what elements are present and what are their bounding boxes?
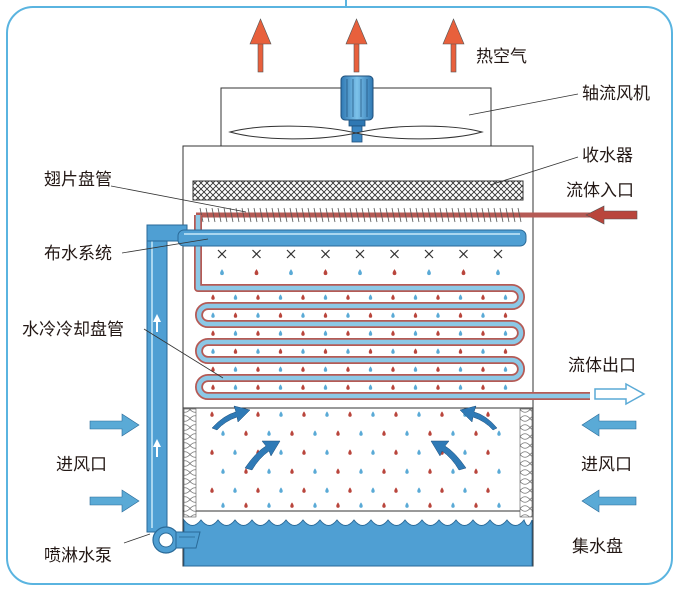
fan-motor [340, 75, 374, 143]
fill-louver-right [519, 408, 533, 518]
air-inlet-arrows-left [89, 413, 140, 513]
outer-frame [6, 6, 673, 585]
fluid-outlet-arrow [594, 382, 646, 406]
spray-pump [152, 526, 201, 554]
fan-blades [228, 125, 484, 140]
flow-up-arrows [153, 314, 161, 457]
finned-coil [196, 207, 590, 223]
water-basin [183, 518, 533, 567]
hot-air-arrows [249, 18, 465, 73]
fill-louver-left [183, 408, 197, 518]
fill-media [182, 407, 534, 512]
internal-air-arrows [211, 405, 498, 471]
spray-nozzles [217, 249, 503, 259]
coil-blue [195, 215, 590, 399]
fluid-inlet-arrow [585, 205, 638, 225]
water-drops [210, 269, 508, 508]
air-inlet-arrows-right [581, 413, 637, 513]
spray-pipe [146, 224, 527, 533]
leader-lines [110, 93, 579, 544]
drift-eliminator [192, 180, 524, 201]
